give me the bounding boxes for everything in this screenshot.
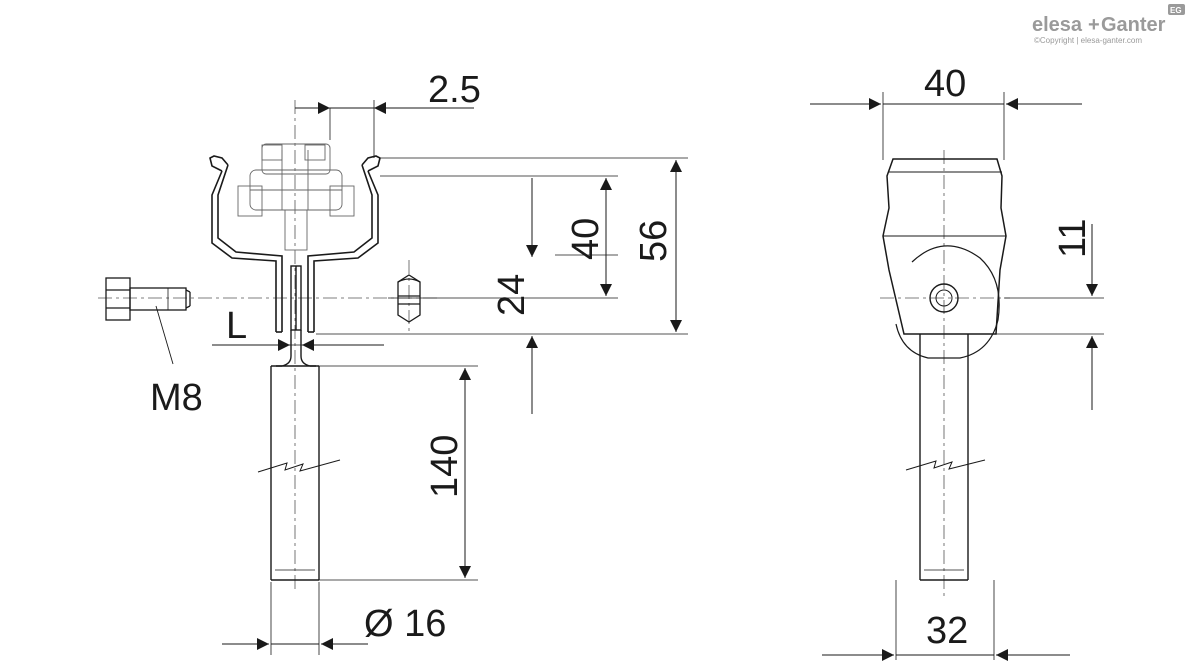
brand-name-part1: elesa (1032, 14, 1083, 36)
m8-leader (155, 305, 174, 365)
rod (257, 365, 341, 581)
dim-40-side: 40 (565, 218, 607, 260)
dim-24: 24 (491, 274, 533, 316)
dim-diameter-16: Ø 16 (364, 603, 446, 645)
side-dimension-lines (212, 102, 682, 650)
trolley-carriage (237, 143, 355, 251)
dim-M8: M8 (150, 377, 203, 419)
hex-nut (397, 274, 421, 323)
front-dimension-texts: 40 11 32 (924, 63, 1094, 652)
front-dimension-lines (810, 98, 1098, 661)
m8-bolt (105, 277, 191, 321)
dim-2-5: 2.5 (428, 69, 481, 111)
brand-badge: EG (1170, 6, 1182, 15)
dim-56: 56 (633, 220, 675, 262)
front-view (810, 92, 1104, 661)
dim-40-front: 40 (924, 63, 966, 105)
hanger-bar (276, 265, 316, 367)
brand-copyright: ©Copyright | elesa-ganter.com (1034, 36, 1142, 45)
dim-L: L (226, 305, 247, 347)
dim-140: 140 (424, 435, 466, 498)
side-view (98, 100, 688, 655)
front-extension-lines (882, 92, 1104, 660)
front-wheel (895, 245, 1000, 359)
brand-logo: elesa + Ganter EG ©Copyright | elesa-gan… (1032, 4, 1185, 45)
dim-11: 11 (1052, 219, 1094, 258)
bolt-hole (929, 283, 959, 313)
front-centerlines (880, 150, 1010, 600)
c-profile-rail (209, 155, 381, 333)
side-dimension-texts: 2.5 40 56 24 L M8 140 Ø 16 (150, 69, 675, 645)
front-rod (905, 334, 986, 581)
brand-plus: + (1088, 14, 1100, 36)
brand-badge-box (1168, 4, 1185, 15)
side-extension-lines (212, 100, 688, 655)
dim-32: 32 (926, 610, 968, 652)
brand-name-part2: Ganter (1101, 14, 1166, 36)
